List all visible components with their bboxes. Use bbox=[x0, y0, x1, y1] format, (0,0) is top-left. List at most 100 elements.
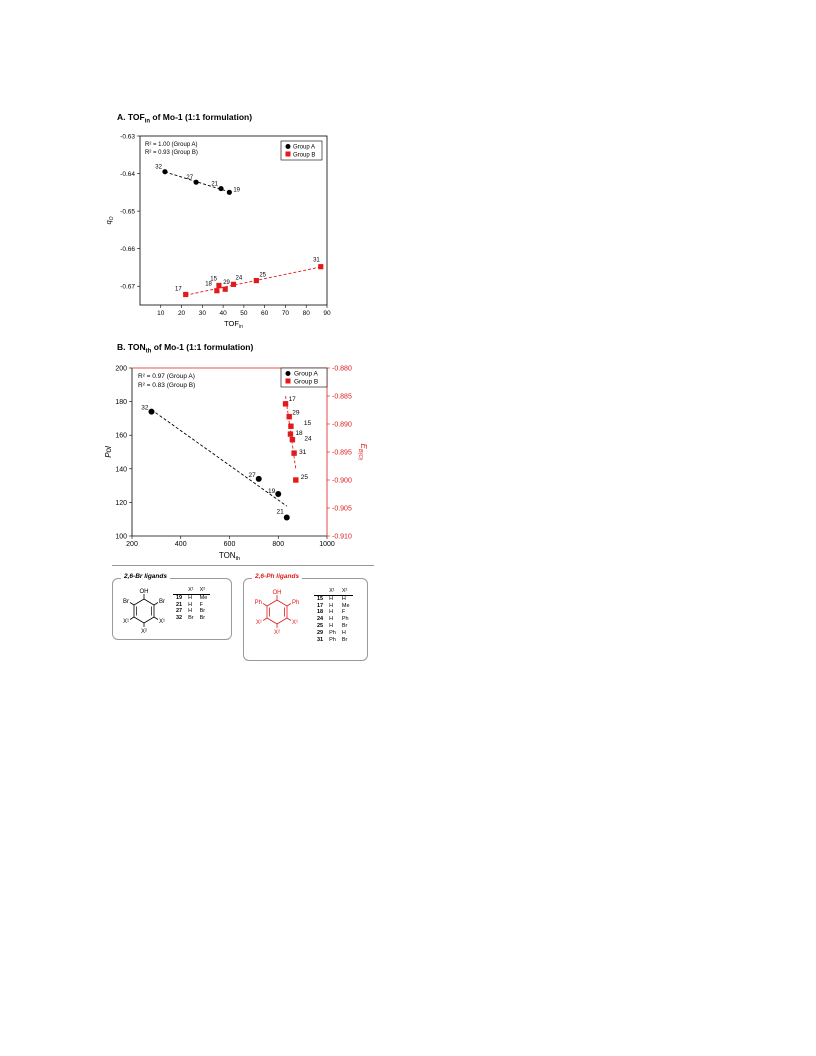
panel-b-title-prefix: B. TON bbox=[117, 342, 146, 352]
data-point-label: 15 bbox=[210, 276, 217, 282]
ligand-x2: F bbox=[199, 601, 203, 608]
x-tick-label: 20 bbox=[178, 310, 186, 317]
ligand-number: 27 bbox=[176, 608, 183, 615]
data-point-group-b bbox=[286, 414, 292, 420]
x-tick-label: 600 bbox=[224, 541, 236, 548]
data-point-label: 31 bbox=[313, 258, 320, 264]
data-point-group-a bbox=[162, 169, 168, 175]
x-tick-label: 50 bbox=[240, 310, 248, 317]
ligand-x2: Me bbox=[199, 594, 208, 601]
fit-line-group-b bbox=[185, 266, 321, 296]
panel-b-title: B. TONth of Mo-1 (1:1 formulation) bbox=[117, 342, 253, 355]
r2-annotation: R² = 0.83 (Group B) bbox=[138, 382, 195, 389]
ligand-x2: Me bbox=[341, 602, 350, 609]
br-right-label: Br bbox=[159, 599, 165, 605]
ligand-number: 19 bbox=[176, 594, 183, 601]
x-tick-label: 10 bbox=[157, 310, 165, 317]
ligand-x2: Ph bbox=[341, 616, 349, 623]
r2-annotation: R² = 0.93 (Group B) bbox=[145, 150, 198, 156]
br-phenol-ring bbox=[133, 598, 155, 624]
y-tick-label: -0.63 bbox=[120, 133, 135, 140]
data-point-group-b bbox=[222, 286, 228, 292]
ligand-x2: Br bbox=[341, 636, 348, 643]
y-tick-label: 100 bbox=[115, 534, 127, 541]
data-point-group-b bbox=[282, 401, 289, 407]
table-header-num bbox=[173, 587, 186, 595]
ph-x1-right-label: X¹ bbox=[292, 620, 298, 626]
table-header-x1: X¹ bbox=[185, 587, 197, 595]
data-point-label: 17 bbox=[289, 396, 297, 403]
data-point-group-b bbox=[288, 423, 294, 429]
y2-tick-label: -0.900 bbox=[332, 478, 352, 485]
data-point-group-b bbox=[318, 264, 324, 270]
legend-box bbox=[280, 367, 328, 388]
ligand-x1: H bbox=[329, 609, 334, 616]
table-header-row: X¹ X² bbox=[314, 588, 353, 596]
x-tick-label: 800 bbox=[272, 541, 284, 548]
data-point-group-b bbox=[230, 281, 237, 287]
data-point-group-b bbox=[291, 450, 297, 456]
data-point-label: 25 bbox=[259, 273, 266, 279]
ligand-x1: H bbox=[329, 602, 334, 609]
br-left-bond bbox=[129, 602, 135, 606]
br-x1-left-label: X¹ bbox=[123, 619, 129, 625]
y2-tick-label: -0.905 bbox=[332, 506, 352, 513]
legend-marker-group-b bbox=[285, 378, 291, 384]
x-tick-label: 200 bbox=[126, 541, 138, 548]
data-point-label: 19 bbox=[268, 488, 276, 495]
r2-annotation: R² = 1.00 (Group A) bbox=[145, 142, 198, 148]
ligand-number: 32 bbox=[176, 615, 183, 622]
data-point-group-b bbox=[289, 436, 296, 443]
ligand-x1: H bbox=[188, 594, 193, 601]
ligand-number: 31 bbox=[317, 636, 324, 643]
ph-phenol-ring bbox=[266, 599, 288, 625]
x-tick-label: 70 bbox=[282, 310, 290, 317]
ph-x1-right-bond bbox=[286, 617, 292, 621]
data-point-label: 17 bbox=[175, 286, 182, 292]
ligand-x1: H bbox=[329, 616, 334, 623]
ligand-x2: H bbox=[341, 629, 346, 636]
y2-tick-label: -0.895 bbox=[332, 450, 352, 457]
ligand-x1: Ph bbox=[329, 636, 336, 643]
legend-box bbox=[280, 140, 323, 161]
ligand-number: 21 bbox=[176, 601, 183, 608]
legend-label-group-b: Group B bbox=[294, 379, 318, 386]
y-tick-label: 140 bbox=[115, 466, 127, 473]
legend-label-group-b: Group B bbox=[293, 153, 315, 159]
table-row: 24 H Ph bbox=[314, 616, 353, 623]
y2-tick-label: -0.880 bbox=[332, 366, 352, 373]
x-axis-label: TOFin bbox=[224, 319, 243, 330]
data-point-group-a bbox=[255, 475, 262, 482]
data-point-label: 27 bbox=[249, 472, 257, 479]
y-tick-label: -0.67 bbox=[120, 284, 135, 291]
y-axis-label: Pol bbox=[104, 446, 113, 458]
data-point-group-b bbox=[214, 288, 220, 294]
br-x2-label: X² bbox=[141, 629, 147, 635]
panel-a-title-suffix: of Mo-1 (1:1 formulation) bbox=[150, 112, 253, 122]
ph-oh-label: OH bbox=[273, 590, 282, 596]
ligand-number: 29 bbox=[317, 629, 324, 636]
y2-axis-label: EB(O) bbox=[357, 444, 368, 461]
y-tick-label: -0.66 bbox=[120, 246, 135, 253]
ph-right-label: Ph bbox=[292, 600, 299, 606]
fit-line-group-a bbox=[151, 409, 288, 507]
data-point-group-b bbox=[287, 431, 294, 437]
x-tick-label: 1000 bbox=[319, 541, 335, 548]
ligand-x2: Br bbox=[199, 608, 206, 615]
table-header-x1: X¹ bbox=[326, 588, 339, 596]
data-point-label: 25 bbox=[301, 474, 309, 481]
data-point-label: 21 bbox=[211, 182, 218, 188]
data-point-label: 15 bbox=[304, 420, 312, 427]
data-point-label: 32 bbox=[141, 405, 149, 412]
data-point-label: 32 bbox=[155, 165, 162, 171]
y-tick-label: -0.65 bbox=[120, 208, 135, 215]
ligand-number: 24 bbox=[317, 616, 324, 623]
x-tick-label: 400 bbox=[175, 541, 187, 548]
x-tick-label: 30 bbox=[199, 310, 207, 317]
legend-marker-group-b bbox=[285, 151, 291, 157]
